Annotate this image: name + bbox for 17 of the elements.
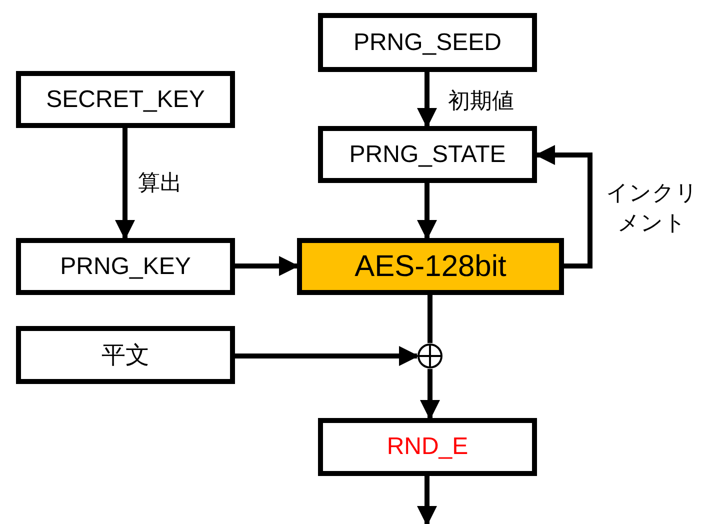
cipher-box: AES-128bit: [297, 238, 564, 295]
xor-symbol: [417, 343, 443, 369]
arrow: [417, 476, 437, 524]
input-box: SECRET_KEY: [16, 71, 235, 128]
arrow: [417, 183, 437, 240]
output-box: RND_E: [318, 418, 537, 476]
arrow: [235, 346, 419, 366]
input-box: PRNG_SEED: [318, 13, 537, 72]
connector-line: [428, 295, 432, 343]
key-box: PRNG_KEY: [16, 238, 235, 295]
arrow: [115, 127, 135, 240]
arrow: [417, 72, 437, 128]
input-box: 平文: [16, 326, 235, 384]
arrow: [535, 145, 592, 268]
arrow: [235, 256, 299, 276]
state-box: PRNG_STATE: [318, 126, 537, 183]
arrow: [420, 369, 440, 420]
